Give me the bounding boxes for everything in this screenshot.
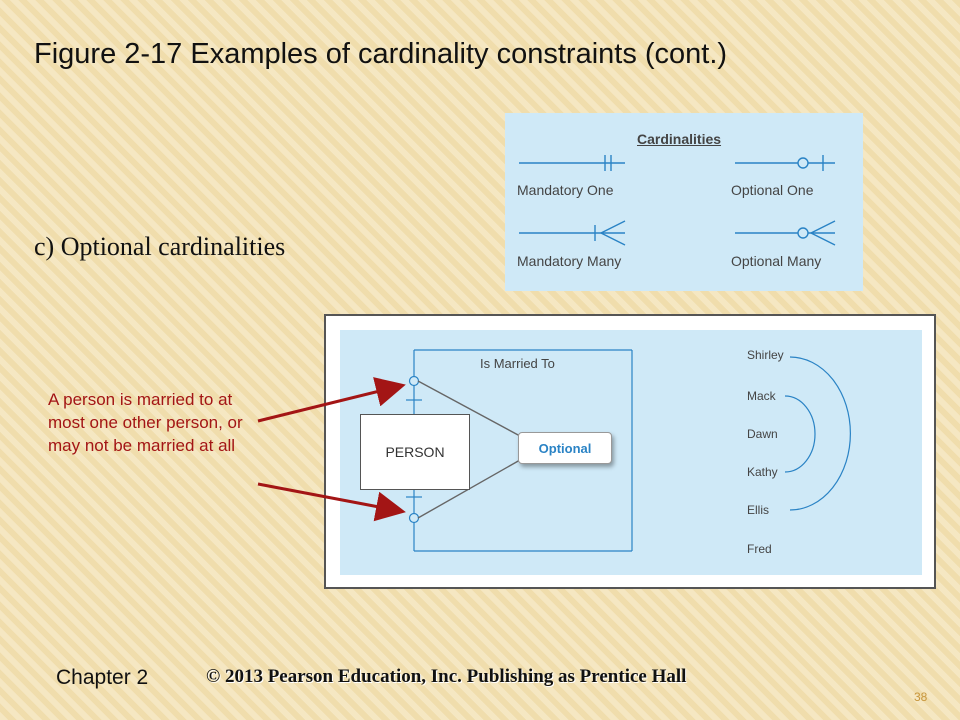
legend-heading: Cardinalities [637, 131, 722, 147]
name-shirley: Shirley [747, 348, 784, 362]
person-entity: PERSON [360, 414, 470, 490]
name-mack: Mack [747, 389, 776, 403]
legend-symbols [519, 155, 836, 246]
footer-chapter: Chapter 2 [56, 666, 149, 689]
optional-callout: Optional [518, 432, 612, 464]
name-ellis: Ellis [747, 503, 770, 517]
legend-label-mandatory-many: Mandatory Many [517, 253, 622, 269]
name-kathy: Kathy [747, 465, 778, 479]
legend-label-mandatory-one: Mandatory One [517, 182, 614, 198]
name-dawn: Dawn [747, 427, 778, 441]
name-fred: Fred [747, 542, 772, 556]
cardinality-legend: Cardinalities Mandatory One Optional One… [505, 113, 863, 291]
footer-copyright: © 2013 Pearson Education, Inc. Publishin… [206, 666, 687, 687]
relationship-label: Is Married To [480, 356, 555, 371]
legend-label-optional-one: Optional One [731, 182, 814, 198]
annotation-text: A person is married to at most one other… [48, 390, 243, 455]
legend-label-optional-many: Optional Many [731, 253, 822, 269]
page-number: 38 [914, 690, 928, 704]
section-subtitle: c) Optional cardinalities [34, 232, 286, 261]
slide-title: Figure 2-17 Examples of cardinality cons… [34, 38, 728, 70]
